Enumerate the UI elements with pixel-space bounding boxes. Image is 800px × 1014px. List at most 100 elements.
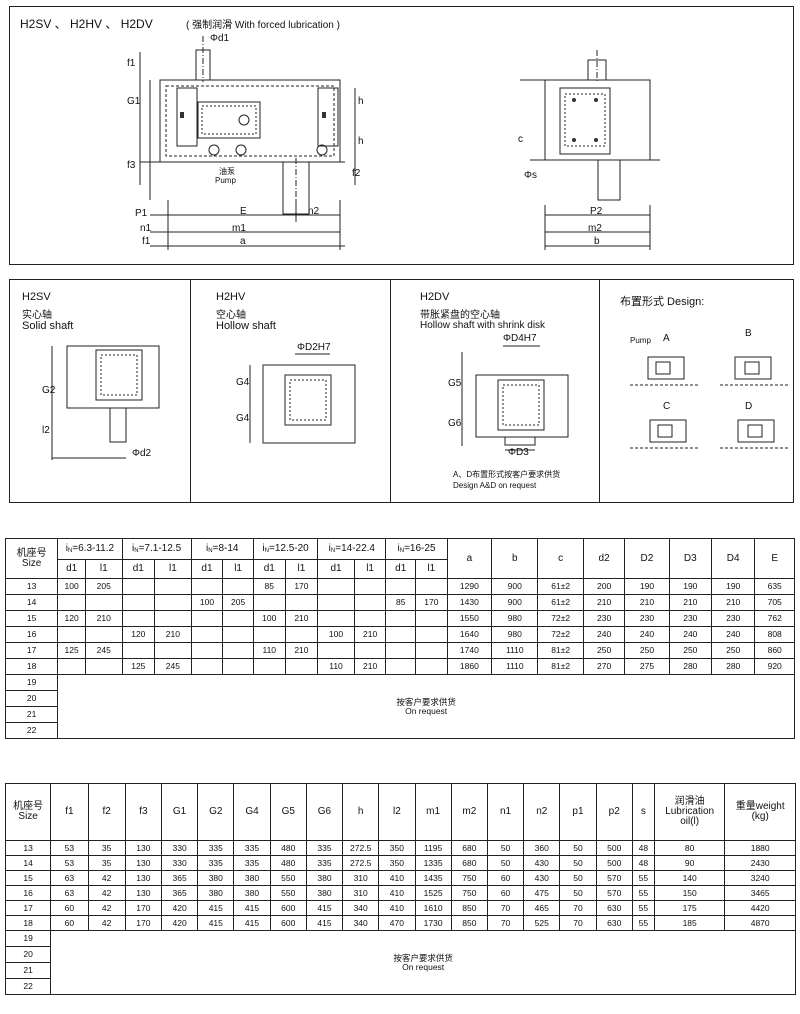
cell: 48 [631,855,655,871]
cell [85,594,123,611]
design-C: C [663,401,671,412]
table-row: 22 [4,978,796,995]
cell: 1740 [446,642,493,659]
h2dv-D3: ΦD3 [508,447,529,458]
cell [85,658,123,675]
cell [190,610,224,627]
cell: 130 [124,855,162,871]
cell: 42 [87,870,126,886]
cell: 272.5 [342,855,380,871]
size-cell: 14 [4,594,59,611]
cell: 1290 [446,578,493,595]
cell [190,642,224,659]
cell: 1640 [446,626,493,643]
cell: 335 [197,840,235,856]
t1-group-4: iN=12.5-20 [252,538,319,560]
cell: 1430 [446,594,493,611]
cell: 53 [50,855,89,871]
cell: 380 [197,870,235,886]
cell [317,594,355,611]
cell: 60 [50,900,89,916]
cell [415,658,448,675]
cell [284,594,319,611]
cell: 410 [378,900,416,916]
cell: 240 [711,626,756,643]
cell: 50 [559,885,597,901]
cell: 100 [190,594,224,611]
request-en: On request [405,705,448,716]
cell: 475 [523,885,561,901]
pump-label-en: Pump [215,176,236,185]
design-pump-label: Pump [630,336,651,345]
t2-col-header: m1 [414,783,452,841]
cell: 850 [450,900,488,916]
cell [353,610,387,627]
cell: 72±2 [537,610,584,627]
dim-f2: f2 [352,168,361,179]
cell: 310 [342,870,380,886]
cell [222,642,254,659]
t1-col-D3: D3 [668,538,713,579]
cell: 1435 [414,870,452,886]
h2hv-g4-upper: G4 [236,377,250,388]
cell: 335 [233,855,271,871]
cell [57,658,86,675]
size-cell: 17 [4,642,59,659]
t2-col-header: s [631,783,655,841]
t2-col-header: n2 [523,783,561,841]
cell: 430 [523,870,561,886]
cell: 415 [233,900,271,916]
size-cell: 21 [4,962,52,979]
cell: 61±2 [537,578,584,595]
cell: 4420 [724,900,796,916]
cell: 63 [50,870,89,886]
cell: 410 [378,870,416,886]
cell [252,658,286,675]
size-cell: 21 [4,706,59,723]
t2-col-header: f1 [50,783,89,841]
t1-col-E: E [754,538,795,579]
dim-E: E [240,206,247,217]
cell: 1525 [414,885,452,901]
cell: 1860 [446,658,493,675]
cell: 42 [87,915,126,931]
h2hv-en: Hollow shaft [216,320,276,332]
cell: 850 [450,915,488,931]
cell: 60 [50,915,89,931]
cell: 280 [668,658,713,675]
cell [385,642,417,659]
cell [85,626,123,643]
h2dv-D4: ΦD4H7 [503,333,537,344]
dim-b: b [594,236,600,247]
cell: 275 [624,658,670,675]
cell: 570 [595,870,633,886]
cell: 50 [559,870,597,886]
cell: 1730 [414,915,452,931]
cell: 125 [57,642,86,659]
h2sv-d2: Φd2 [132,448,152,459]
cell: 130 [124,840,162,856]
cell: 900 [491,594,539,611]
cell: 335 [197,855,235,871]
h2sv-g2: G2 [42,385,56,396]
t2-col-header: m2 [450,783,488,841]
cell: 200 [582,578,626,595]
t1-group-6: iN=16-25 [385,538,448,560]
h2sv-drawing [51,345,160,460]
cell: 230 [668,610,713,627]
cell: 72±2 [537,626,584,643]
size-cell: 18 [4,915,52,931]
cell: 240 [624,626,670,643]
cell: 365 [160,885,199,901]
cell: 2430 [724,855,796,871]
cell: 210 [582,594,626,611]
